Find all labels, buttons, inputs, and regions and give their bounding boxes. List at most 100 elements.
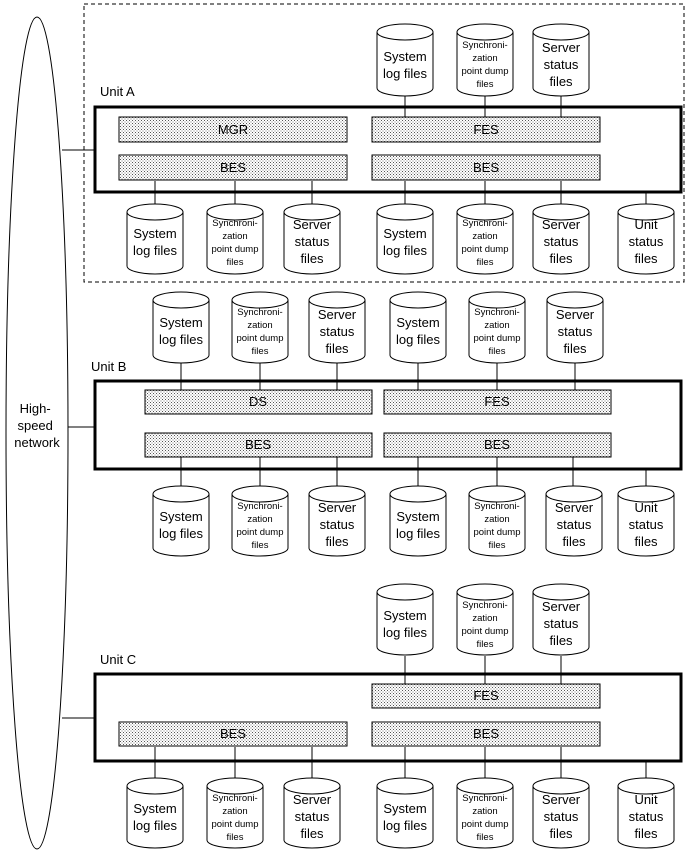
unit-box [93,672,683,763]
svg-text:MGR: MGR [218,122,248,137]
unit-a-dashed-enclosure [83,3,685,283]
svg-text:BES: BES [473,160,499,175]
server-bes: BES [118,154,348,181]
connectors [154,96,647,206]
svg-text:BES: BES [220,160,246,175]
server-bes: BES [371,721,601,747]
server-fes: FES [371,683,601,709]
network-label: High- speed network [14,401,60,450]
server-fes: FES [371,116,601,143]
unit-c: Unit C FES BES BES [62,583,683,849]
unit-a: Unit A MGR FES BES [62,23,683,275]
high-speed-network: High- speed network [5,16,69,850]
svg-text:DS: DS [249,394,267,409]
network-ellipse [5,16,69,850]
unit-b: Unit B DS FES BES [68,291,683,557]
server-ds: DS [144,389,373,415]
unit-label: Unit C [100,652,136,667]
svg-text:BES: BES [220,726,246,741]
svg-text:FES: FES [484,394,510,409]
unit-box [93,105,683,194]
unit-box [93,379,683,471]
server-bes: BES [383,432,612,458]
server-mgr: MGR [118,116,348,143]
server-bes: BES [118,721,348,747]
unit-label: Unit B [91,359,126,374]
unit-label: Unit A [100,84,135,99]
svg-text:BES: BES [473,726,499,741]
svg-text:FES: FES [473,688,499,703]
svg-text:FES: FES [473,122,499,137]
svg-text:BES: BES [245,437,271,452]
server-bes: BES [144,432,373,458]
server-fes: FES [383,389,612,415]
svg-text:BES: BES [484,437,510,452]
